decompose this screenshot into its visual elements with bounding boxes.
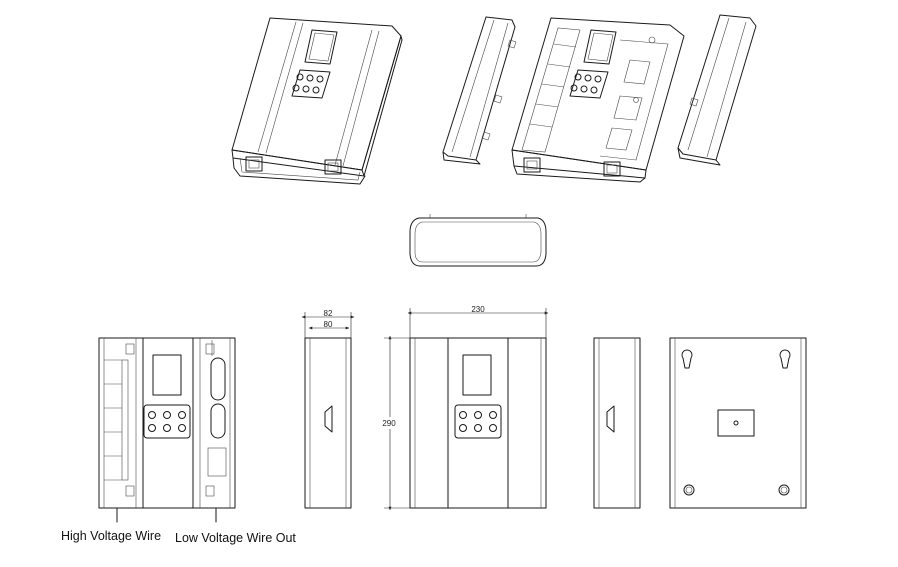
iso-right-cover bbox=[677, 14, 757, 166]
back-view bbox=[669, 337, 807, 509]
low-voltage-wire-label: Low Voltage Wire Out bbox=[175, 531, 296, 545]
high-voltage-wire-label: High Voltage Wire bbox=[61, 529, 162, 543]
iso-left-cover bbox=[442, 16, 517, 165]
side-view: 82 80 bbox=[301, 309, 355, 509]
dim-depth-outer: 82 bbox=[324, 309, 333, 318]
front-view: 230 290 bbox=[380, 305, 549, 511]
iso-assembled-unit bbox=[231, 17, 403, 185]
dim-height: 290 bbox=[382, 419, 396, 428]
internal-front-view bbox=[98, 337, 236, 523]
iso-open-chassis bbox=[511, 17, 685, 183]
right-side-view bbox=[593, 337, 641, 509]
dim-depth-inner: 80 bbox=[324, 320, 333, 329]
dim-width: 230 bbox=[471, 305, 485, 314]
end-cap-part bbox=[409, 214, 547, 267]
